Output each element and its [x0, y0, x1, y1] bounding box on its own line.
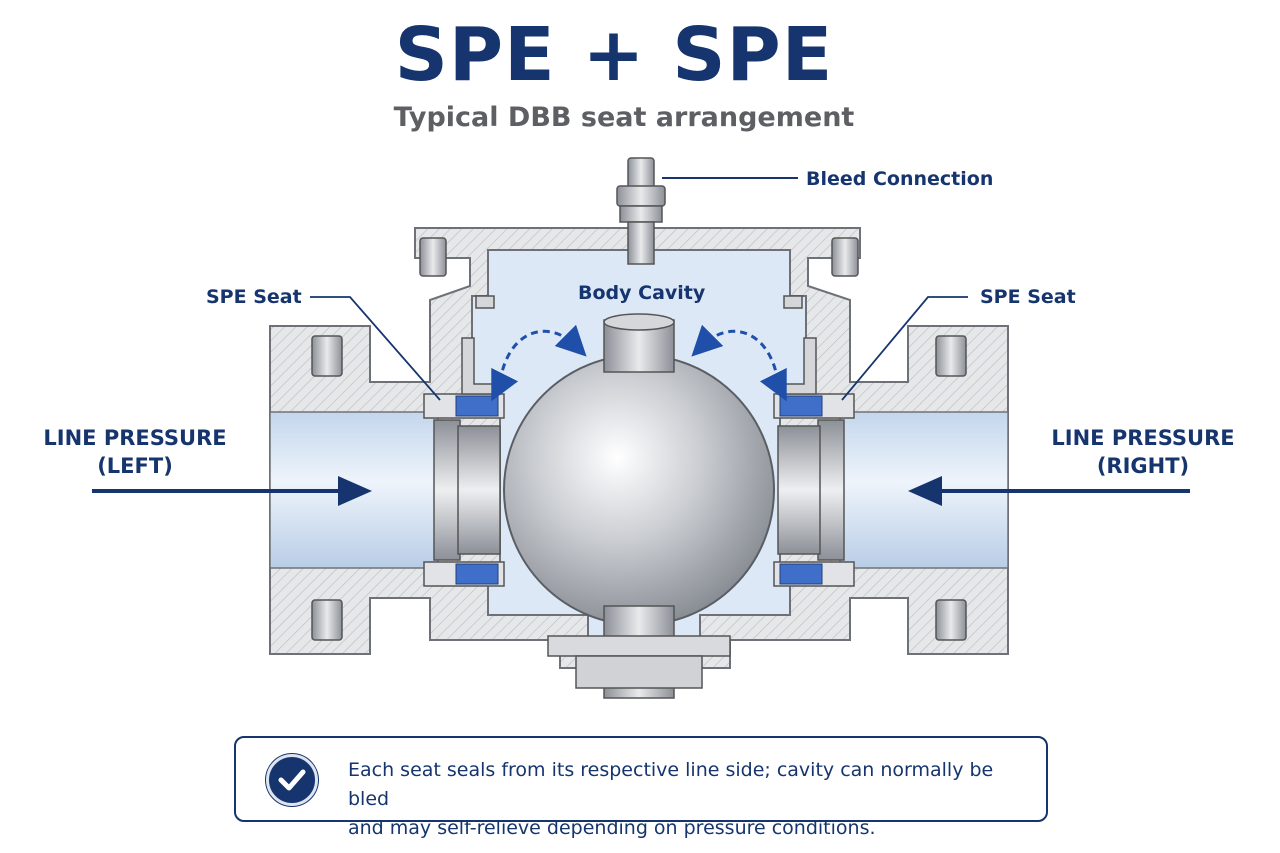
- flange-bolts: [311, 237, 967, 641]
- seat-leaders: [310, 296, 968, 401]
- spe-seat-right-label: SPE Seat: [980, 286, 1076, 308]
- bleed-connection-label: Bleed Connection: [806, 168, 994, 190]
- line-pressure-right-label: LINE PRESSURE (RIGHT): [1046, 424, 1240, 480]
- line-pressure-right-title: LINE PRESSURE: [1051, 426, 1235, 450]
- line-pressure-left-side: (LEFT): [97, 454, 173, 478]
- body-cavity-label: Body Cavity: [578, 282, 706, 304]
- ball: [503, 313, 775, 699]
- page-subtitle: Typical DBB seat arrangement: [393, 102, 855, 133]
- line-pressure-left-label: LINE PRESSURE (LEFT): [40, 424, 230, 480]
- line-pressure-left-title: LINE PRESSURE: [43, 426, 227, 450]
- spe-seat-inserts: [455, 395, 823, 585]
- bleed-connection-fitting: [616, 157, 798, 265]
- spe-seat-left-label: SPE Seat: [206, 286, 302, 308]
- line-pressure-arrows: [92, 476, 1190, 506]
- info-note-text: Each seat seals from its respective line…: [348, 756, 1038, 843]
- info-note-box: Each seat seals from its respective line…: [234, 736, 1048, 839]
- line-pressure-right-side: (RIGHT): [1096, 454, 1190, 478]
- check-circle-icon: [266, 754, 318, 806]
- info-note-line-1: Each seat seals from its respective line…: [348, 759, 994, 810]
- info-note-line-2: and may self-relieve depending on pressu…: [348, 817, 876, 839]
- page-title: SPE + SPE: [394, 12, 834, 98]
- cavity-flow-arrows: [491, 324, 787, 402]
